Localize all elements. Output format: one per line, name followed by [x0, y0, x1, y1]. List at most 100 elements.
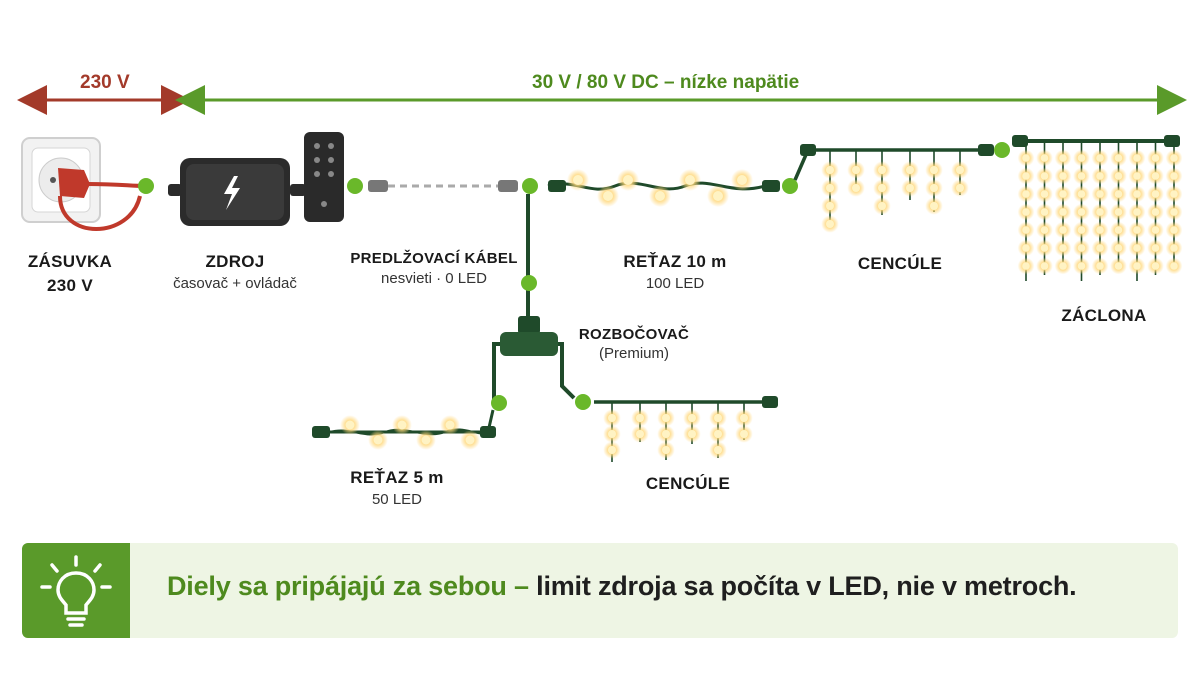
led-bulb	[445, 420, 455, 430]
led-bulb	[1151, 244, 1160, 252]
led-bulb	[1114, 208, 1123, 216]
extension-cable	[368, 180, 518, 192]
led-bulb	[1170, 208, 1178, 216]
led-bulb	[662, 430, 670, 438]
led-bulb	[1170, 244, 1178, 252]
connector-dot	[491, 395, 507, 411]
splitter-label: ROZBOČOVAČ (Premium)	[574, 326, 694, 362]
led-bulb	[1022, 154, 1030, 162]
chain-10m-label: REŤAZ 10 m 100 LED	[600, 252, 750, 292]
led-bulb	[1133, 190, 1141, 198]
led-bulb	[636, 430, 644, 438]
power-supply-title: ZDROJ	[205, 252, 265, 271]
led-bulb	[1022, 190, 1030, 198]
led-bulb	[688, 414, 696, 422]
led-bulb	[956, 166, 964, 174]
socket-label: ZÁSUVKA 230 V	[14, 252, 126, 296]
led-bulb	[740, 414, 748, 422]
led-bulb	[1077, 172, 1086, 180]
led-bulb	[826, 220, 834, 228]
led-bulb	[878, 166, 886, 174]
led-bulb	[662, 414, 670, 422]
led-bulb	[1170, 154, 1178, 162]
socket-subtitle: 230 V	[47, 276, 93, 295]
led-bulb	[713, 191, 723, 201]
led-bulb	[1170, 262, 1178, 270]
led-bulb	[1040, 154, 1049, 162]
icicles-bottom-label: CENCÚLE	[638, 474, 738, 494]
led-bulb	[608, 446, 616, 454]
led-bulb	[1133, 226, 1141, 234]
power-supply-subtitle: časovač + ovládač	[173, 275, 297, 292]
led-bulb	[878, 184, 886, 192]
led-bulb	[826, 184, 834, 192]
chain-10m-subtitle: 100 LED	[645, 275, 705, 292]
led-bulb	[1133, 208, 1141, 216]
led-bulb	[740, 430, 748, 438]
led-bulb	[1077, 226, 1086, 234]
led-bulb	[852, 166, 860, 174]
led-bulb	[1133, 172, 1141, 180]
led-bulb	[1133, 244, 1141, 252]
tip-banner: Diely sa pripájajú za sebou – limit zdro…	[22, 543, 1178, 638]
led-bulb	[1059, 154, 1067, 162]
led-bulb	[421, 435, 431, 445]
tip-text: Diely sa pripájajú za sebou – limit zdro…	[167, 571, 1077, 602]
led-bulb	[1022, 262, 1030, 270]
led-bulb	[714, 446, 722, 454]
connector-dot	[522, 178, 538, 194]
extension-cable-subtitle: nesvieti · 0 LED	[381, 270, 487, 287]
led-bulb	[1096, 172, 1104, 180]
led-bulb	[1059, 190, 1067, 198]
led-bulb	[1096, 226, 1104, 234]
led-bulb	[1022, 244, 1030, 252]
led-bulb	[737, 175, 747, 185]
led-bulb	[373, 435, 383, 445]
led-bulb	[623, 175, 633, 185]
lightning-icon	[224, 176, 240, 210]
led-bulb	[1077, 154, 1086, 162]
led-bulb	[655, 191, 665, 201]
low-voltage-label: 30 V / 80 V DC – nízke napätie	[532, 72, 800, 93]
splitter-title: ROZBOČOVAČ	[578, 326, 690, 343]
led-bulb	[1151, 154, 1160, 162]
chain-5m-title: REŤAZ 5 m	[350, 468, 444, 487]
led-bulb	[1170, 172, 1178, 180]
led-bulb	[1077, 190, 1086, 198]
led-bulb	[1040, 262, 1049, 270]
socket-title: ZÁSUVKA	[27, 252, 113, 271]
led-bulb	[662, 446, 670, 454]
connector-dot	[994, 142, 1010, 158]
led-bulb	[826, 166, 834, 174]
led-bulb	[1114, 190, 1123, 198]
splitter-connector	[492, 316, 576, 400]
led-bulb	[1040, 190, 1049, 198]
led-bulb	[608, 414, 616, 422]
led-bulb	[930, 166, 938, 174]
tip-highlight: Diely sa pripájajú za sebou –	[167, 571, 529, 601]
led-bulb	[1077, 262, 1086, 270]
led-bulb	[1114, 226, 1123, 234]
tip-icon-box	[22, 543, 130, 638]
chain-10m-title: REŤAZ 10 m	[623, 252, 727, 271]
mains-plug	[58, 168, 147, 231]
mains-voltage-label: 230 V	[80, 72, 130, 93]
lightbulb-icon	[40, 555, 112, 627]
led-bulb	[1170, 190, 1178, 198]
led-bulb	[465, 435, 475, 445]
connector-dot	[575, 394, 591, 410]
led-bulb	[1059, 226, 1067, 234]
power-supply-label: ZDROJ časovač + ovládač	[150, 252, 320, 292]
led-bulb	[1096, 208, 1104, 216]
led-bulb	[1059, 172, 1067, 180]
icicles-top-label: CENCÚLE	[850, 254, 950, 274]
chain-5m-subtitle: 50 LED	[371, 491, 423, 508]
led-bulb	[906, 184, 914, 192]
led-bulb	[1059, 244, 1067, 252]
led-bulb	[1114, 154, 1123, 162]
led-bulb	[688, 430, 696, 438]
led-bulb	[1040, 172, 1049, 180]
led-bulb	[1114, 244, 1123, 252]
led-bulb	[1022, 226, 1030, 234]
